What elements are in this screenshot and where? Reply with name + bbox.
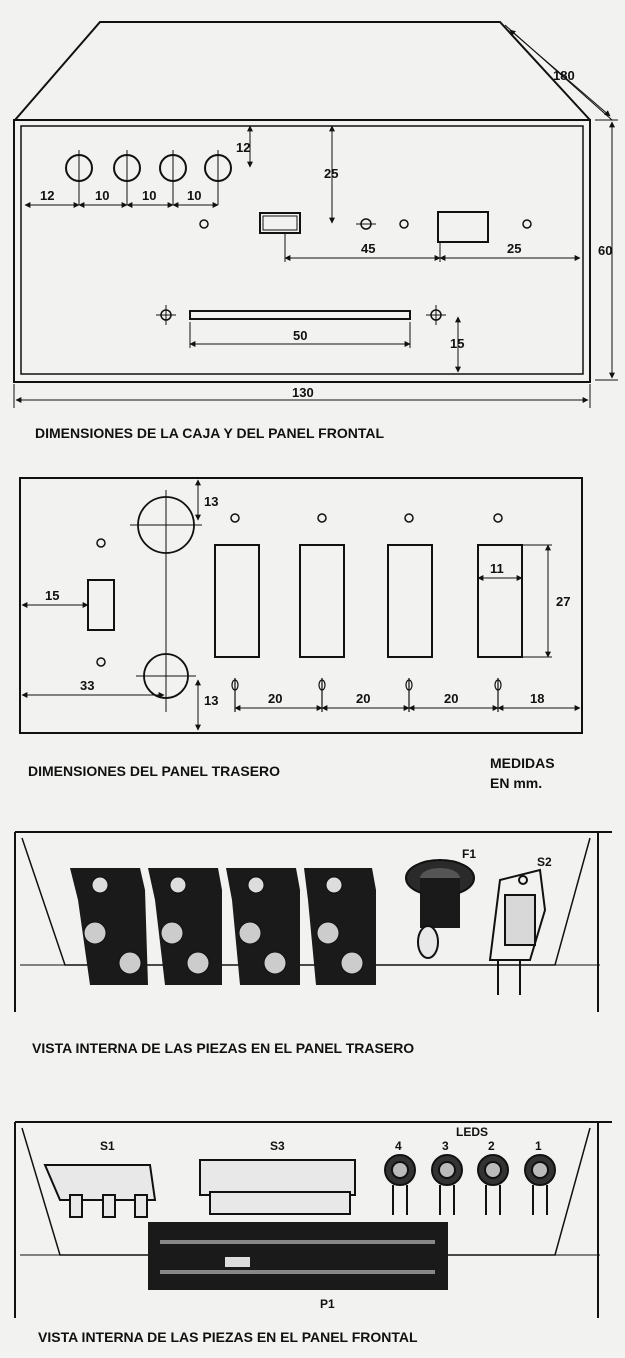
dim-mid-span: 45 — [361, 241, 375, 256]
label-led-2: 2 — [488, 1139, 495, 1153]
front-panel-dimension-lines — [13, 29, 618, 408]
dim-bottom-offset: 13 — [204, 693, 218, 708]
label-led-1: 1 — [535, 1139, 542, 1153]
dim-left-33: 33 — [80, 678, 94, 693]
switch-s2 — [488, 868, 547, 995]
dim-top-margin: 12 — [236, 140, 250, 155]
label-s1: S1 — [100, 1139, 115, 1153]
label-leds: LEDS — [456, 1125, 488, 1139]
dim-top-offset: 13 — [204, 494, 218, 509]
connector-s3 — [199, 1159, 356, 1215]
dim-slot-length: 50 — [293, 328, 307, 343]
dim-spacing-3: 20 — [444, 691, 458, 706]
caption-front-panel: DIMENSIONES DE LA CAJA Y DEL PANEL FRONT… — [35, 425, 384, 441]
label-fuse-f1: F1 — [462, 847, 476, 861]
label-s3: S3 — [270, 1139, 285, 1153]
label-switch-s2: S2 — [537, 855, 552, 869]
units-note-line2: EN mm. — [490, 775, 542, 791]
led-1 — [524, 1154, 556, 1215]
dim-hole-spacing-2: 10 — [142, 188, 156, 203]
dim-width: 130 — [292, 385, 314, 400]
led-holders — [384, 1154, 556, 1215]
dim-hole-offset: 12 — [40, 188, 54, 203]
dim-depth: 180 — [553, 68, 575, 83]
caption-front-parts: VISTA INTERNA DE LAS PIEZAS EN EL PANEL … — [38, 1329, 418, 1345]
dim-spacing-1: 20 — [268, 691, 282, 706]
fuse-holder-f1 — [405, 859, 475, 959]
led-3 — [431, 1154, 463, 1215]
rear-panel-dimension-values: 13 13 15 33 20 20 20 18 11 27 — [45, 494, 570, 708]
rear-panel-dimension-lines — [21, 479, 581, 731]
dim-hole-spacing-1: 10 — [95, 188, 109, 203]
rear-panel-dimension-drawing — [19, 477, 583, 734]
dim-hole-spacing-3: 10 — [187, 188, 201, 203]
led-4 — [384, 1154, 416, 1215]
control-holes — [65, 150, 232, 205]
label-led-3: 3 — [442, 1139, 449, 1153]
dim-height: 60 — [598, 243, 612, 258]
dim-left-15: 15 — [45, 588, 59, 603]
caption-rear-panel: DIMENSIONES DEL PANEL TRASERO — [28, 763, 280, 779]
dim-cutout-width: 11 — [490, 561, 504, 576]
dim-cutout-height: 27 — [556, 594, 570, 609]
terminal-blocks — [70, 868, 376, 985]
front-panel-dimension-values: 180 60 130 12 10 10 10 12 25 45 25 50 15 — [40, 68, 612, 400]
terminal-block-4 — [304, 868, 376, 985]
terminal-block-3 — [226, 868, 300, 985]
dim-spacing-2: 20 — [356, 691, 370, 706]
dim-right-18: 18 — [530, 691, 544, 706]
front-panel-dimension-drawing — [13, 21, 613, 383]
terminal-block-2 — [148, 868, 222, 985]
dim-slot-height: 15 — [450, 336, 464, 351]
led-2 — [477, 1154, 509, 1215]
caption-rear-parts: VISTA INTERNA DE LAS PIEZAS EN EL PANEL … — [32, 1040, 414, 1056]
terminal-block-1 — [70, 868, 148, 985]
units-note-line1: MEDIDAS — [490, 755, 555, 771]
label-led-4: 4 — [395, 1139, 402, 1153]
connector-s1 — [43, 1164, 157, 1218]
dim-switch-height: 25 — [324, 166, 338, 181]
label-p1: P1 — [320, 1297, 335, 1311]
potentiometer-p1 — [148, 1222, 448, 1290]
dim-right-span: 25 — [507, 241, 521, 256]
